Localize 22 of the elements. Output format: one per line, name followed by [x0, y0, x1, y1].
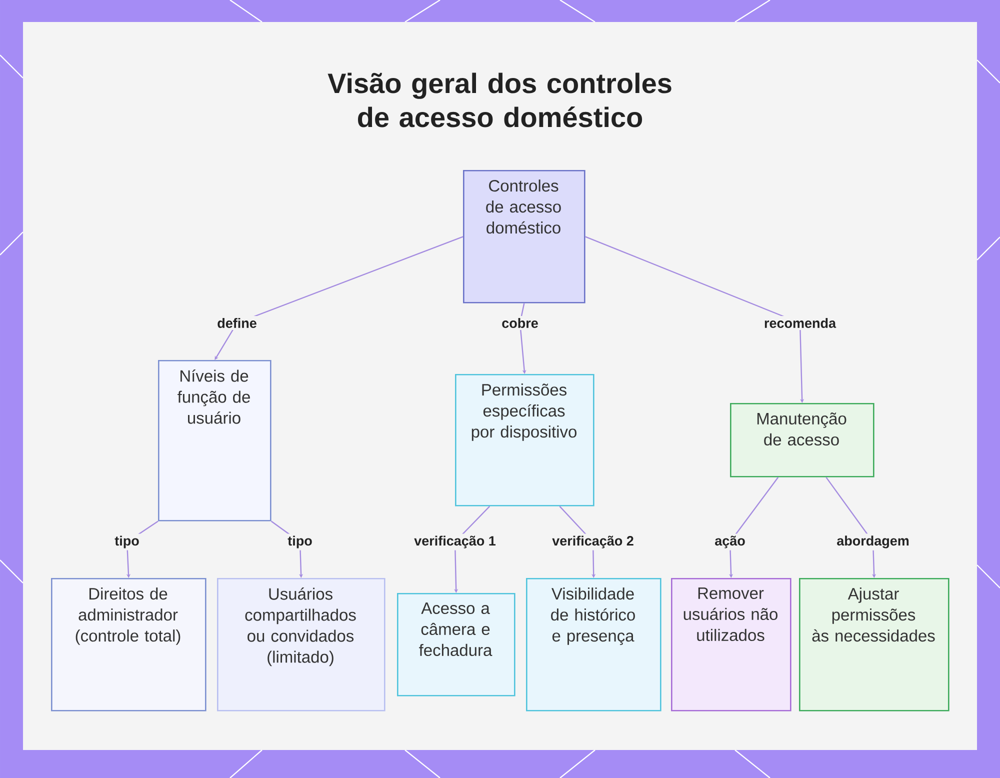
edge-label: recomenda	[762, 316, 838, 330]
edge-label: define	[215, 316, 259, 330]
process-box: Usuários compartilhados ou convidados (limitado)	[217, 578, 386, 712]
connector	[214, 236, 464, 360]
edge-label: verificação 1	[412, 534, 498, 550]
title: Visão geral dos controles de acesso doméstico	[328, 72, 672, 128]
edge-label: cobre	[500, 316, 540, 330]
process-box: Ajustar permissões às necessidades	[799, 578, 950, 712]
edge-label: abordagem	[834, 534, 912, 550]
process-box: Visibilidade de histórico e presença	[526, 578, 662, 712]
edge-label: tipo	[112, 534, 142, 550]
process-box: Permissões específicas por dispositivo	[455, 374, 594, 506]
edge-label: verificação 2	[550, 534, 636, 550]
process-box: Controles de acesso doméstico	[463, 170, 586, 304]
process-box: Manutenção de acesso	[730, 403, 874, 478]
edge-label: ação	[712, 534, 748, 550]
process-box: Acesso a câmera e fechadura	[397, 593, 516, 696]
process-box: Direitos de administrador (controle total)	[51, 578, 206, 712]
process-box: Níveis de função de usuário	[158, 360, 272, 522]
edge-label: tipo	[286, 534, 314, 550]
connector	[585, 236, 804, 403]
process-box: Remover usuários não utilizados	[671, 578, 792, 712]
